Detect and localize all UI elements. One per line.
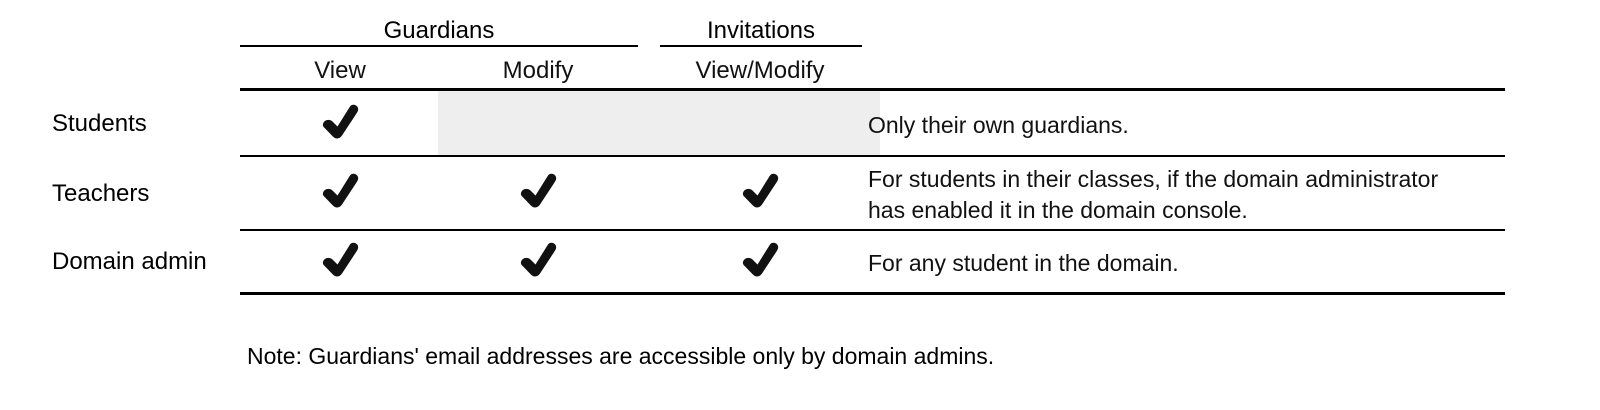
row-rule-after-students xyxy=(240,155,1505,157)
spanner-rule-guardians xyxy=(240,45,638,47)
row-label-teachers: Teachers xyxy=(52,180,150,207)
spanner-rule-invitations xyxy=(660,45,862,47)
check-icon-domain-admin-guardians-view xyxy=(317,238,363,284)
check-icon-domain-admin-guardians-modify xyxy=(515,238,561,284)
column-header-modify: Modify xyxy=(502,57,574,84)
header-bottom-rule xyxy=(240,88,1505,91)
row-notes-teachers-line2: has enabled it in the domain console. xyxy=(868,197,1248,223)
row-label-students: Students xyxy=(52,110,147,137)
check-icon-teachers-guardians-modify xyxy=(515,169,561,215)
check-icon-students-guardians-view xyxy=(317,100,363,146)
row-notes-teachers-line1: For students in their classes, if the do… xyxy=(868,166,1439,192)
column-header-view-modify: View/Modify xyxy=(695,57,825,84)
row-label-domain-admin: Domain admin xyxy=(52,248,207,275)
check-icon-domain-admin-invitations-view-modify xyxy=(737,238,783,284)
shaded-cell-students-modify xyxy=(438,90,880,155)
column-group-guardians: Guardians xyxy=(383,17,495,44)
row-rule-after-teachers xyxy=(240,229,1505,231)
table-footnote: Note: Guardians' email addresses are acc… xyxy=(247,343,995,369)
check-icon-teachers-invitations-view-modify xyxy=(737,169,783,215)
check-icon-teachers-guardians-view xyxy=(317,169,363,215)
table-bottom-rule xyxy=(240,292,1505,295)
column-header-view: View xyxy=(314,57,366,84)
row-notes-students: Only their own guardians. xyxy=(868,112,1129,138)
row-notes-domain-admin: For any student in the domain. xyxy=(868,250,1179,276)
column-group-invitations: Invitations xyxy=(706,17,816,44)
